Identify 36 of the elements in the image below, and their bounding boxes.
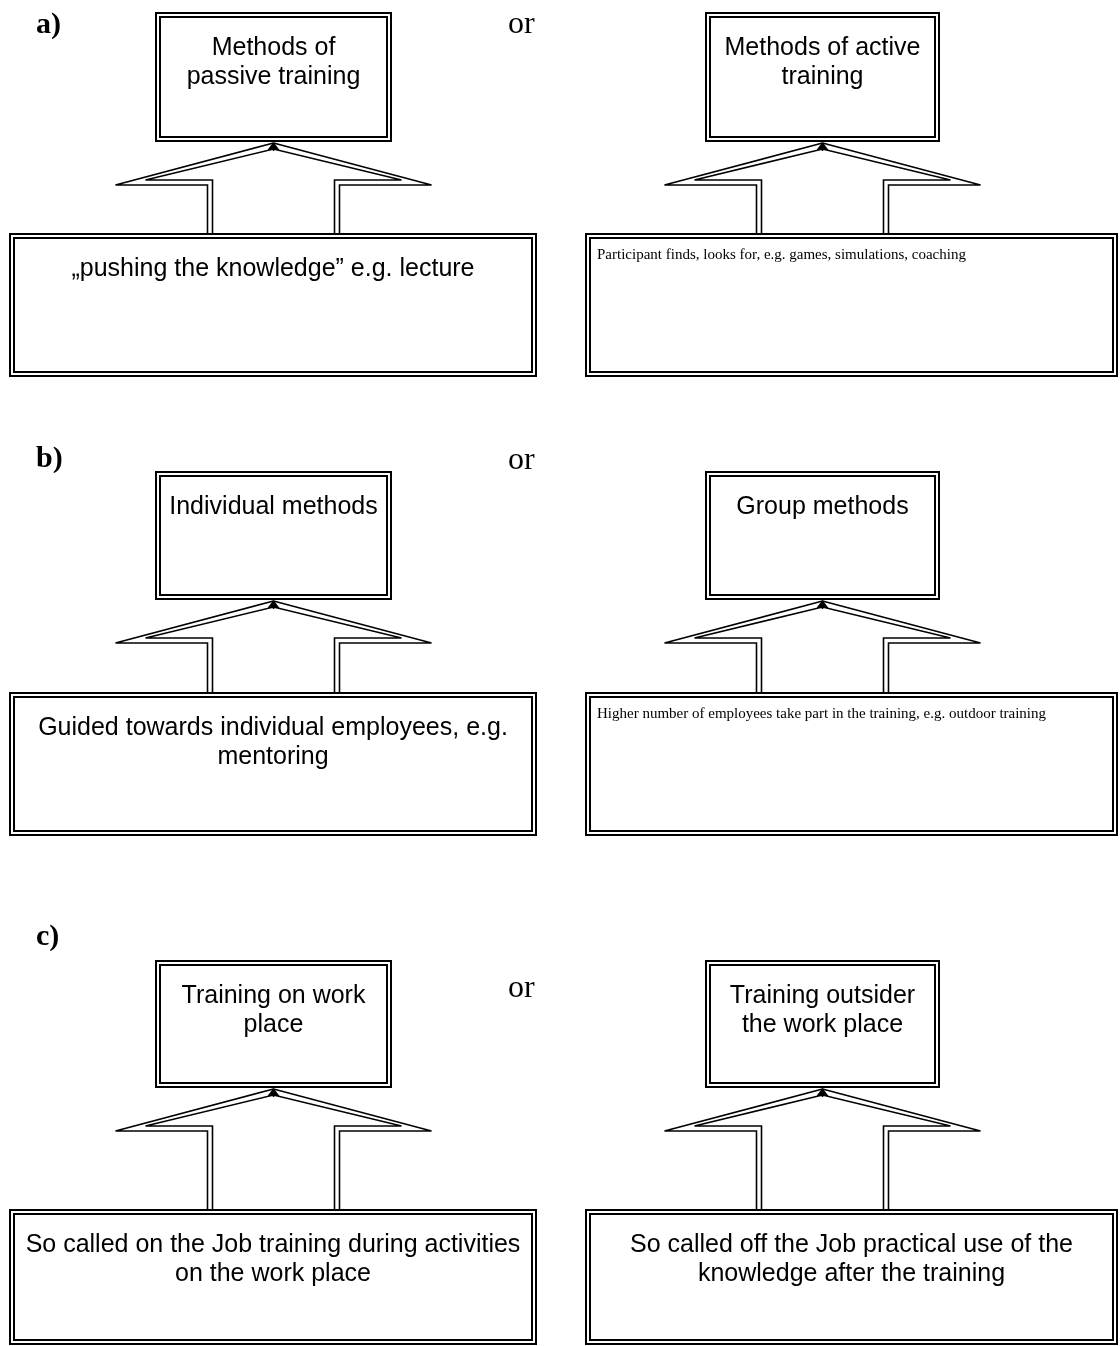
- section-letter: a): [36, 6, 61, 40]
- box-text: Training outsider the work place: [728, 980, 917, 1038]
- connector-word: or: [508, 968, 535, 1005]
- block-arrow: [663, 600, 982, 693]
- block-arrow: [114, 1088, 433, 1210]
- section-letter: c): [36, 918, 60, 952]
- callout-box: [9, 1209, 537, 1345]
- block-arrow: [663, 142, 982, 234]
- box-text: Training on work place: [180, 980, 367, 1038]
- method-box: [705, 960, 940, 1088]
- box-text: Group methods: [735, 491, 910, 520]
- callout-box: [585, 692, 1118, 836]
- method-box: [155, 960, 392, 1088]
- callout-box: [585, 233, 1118, 377]
- method-box: [155, 471, 392, 600]
- connector-word: or: [508, 4, 535, 41]
- callout-box: [585, 1209, 1118, 1345]
- box-text: Participant finds, looks for, e.g. games, simulations, coaching: [597, 245, 967, 263]
- method-box: [705, 12, 940, 142]
- block-arrow: [663, 1088, 982, 1210]
- box-text: „pushing the knowledge” e.g. lecture: [70, 253, 476, 282]
- box-text: Guided towards individual employees, e.g. mentoring: [37, 712, 509, 770]
- box-text: Methods of passive training: [185, 32, 362, 90]
- box-text: Higher number of employees take part in the training, e.g. outdoor training: [597, 704, 1048, 722]
- block-arrow: [114, 142, 433, 234]
- box-text: So called on the Job training during activities on the work place: [24, 1229, 522, 1287]
- box-text: Individual methods: [169, 491, 378, 520]
- section-letter: b): [36, 440, 63, 474]
- method-box: [155, 12, 392, 142]
- connector-word: or: [508, 440, 535, 477]
- box-text: So called off the Job practical use of the knowledge after the training: [629, 1229, 1074, 1287]
- method-box: [705, 471, 940, 600]
- callout-box: [9, 233, 537, 377]
- callout-box: [9, 692, 537, 836]
- block-arrow: [114, 600, 433, 693]
- box-text: Methods of active training: [723, 32, 922, 90]
